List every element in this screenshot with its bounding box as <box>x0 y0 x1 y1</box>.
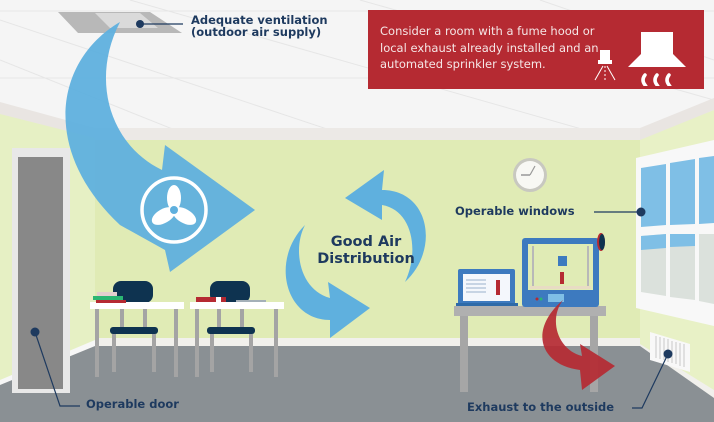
laptop-icon <box>456 269 518 306</box>
ventilation-label: Adequate ventilation (outdoor air supply… <box>191 14 328 38</box>
floor <box>0 346 714 422</box>
fume-hood-callout: Consider a room with a fume hood or loca… <box>368 10 704 89</box>
3d-printer-icon <box>522 233 605 307</box>
callout-dots <box>30 20 673 359</box>
callout-text: Consider a room with a fume hood or loca… <box>380 24 599 71</box>
distribution-label: Good Air Distribution <box>306 234 426 268</box>
distribution-label-line1: Good Air <box>330 234 402 250</box>
distribution-label-line2: Distribution <box>317 251 415 267</box>
desk-left <box>90 281 184 377</box>
windows-label: Operable windows <box>455 204 575 218</box>
door[interactable] <box>18 157 63 389</box>
callout-icons <box>594 32 686 86</box>
ventilation-label-line2: (outdoor air supply) <box>191 25 322 39</box>
exhaust-arrow <box>542 300 615 390</box>
window <box>636 140 714 326</box>
sprinkler-icon <box>594 50 616 81</box>
distribution-arrow-lower <box>285 225 370 338</box>
crown-molding <box>95 128 640 140</box>
heat-waves-icon <box>641 73 672 86</box>
callout-leaders <box>34 23 669 409</box>
fan-icon <box>140 176 208 244</box>
fume-hood-icon <box>628 32 686 67</box>
clock-icon <box>513 158 547 192</box>
door-label: Operable door <box>86 397 179 411</box>
ventilation-label-line1: Adequate ventilation <box>191 13 328 27</box>
exhaust-label: Exhaust to the outside <box>467 400 615 414</box>
distribution-arrow-upper <box>345 170 426 282</box>
desk-right <box>190 281 284 377</box>
